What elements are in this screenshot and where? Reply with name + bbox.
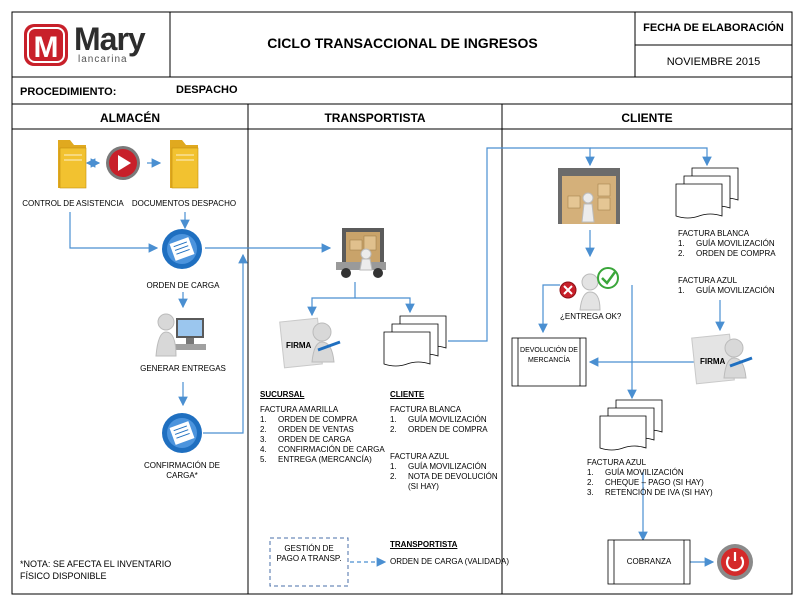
signing-person-icon (279, 317, 341, 369)
decision-person-icon (559, 267, 619, 311)
cliente-factura-azul-list: 1.GUÍA MOVILIZACIÓN (678, 286, 788, 296)
list-item: 1.GUÍA MOVILIZACIÓN (678, 286, 775, 295)
folder-icon (58, 140, 87, 189)
cliente-firma-label: FIRMA (700, 357, 726, 366)
devolucion-box (511, 337, 587, 387)
confirmation-document-icon (162, 413, 202, 453)
cliente-factura-azul-title: FACTURA AZUL (678, 276, 738, 285)
stacked-documents-icon (383, 315, 447, 367)
list-item: 1.ORDEN DE COMPRA (260, 415, 358, 424)
procedure-label: PROCEDIMIENTO: (20, 86, 117, 98)
page-title: CICLO TRANSACCIONAL DE INGRESOS (267, 35, 538, 51)
order-document-icon (162, 229, 202, 269)
list-item: 1.GUÍA MOVILIZACIÓN (390, 415, 487, 424)
factura-amarilla-title: FACTURA AMARILLA (260, 405, 339, 414)
orden-carga-label: ORDEN DE CARGA (146, 281, 220, 290)
list-item: 4.CONFIRMACIÓN DE CARGA (260, 445, 385, 454)
sucursal-title: SUCURSAL (260, 390, 305, 399)
cliente-factura-azul2-title: FACTURA AZUL (587, 458, 647, 467)
list-item: 3.RETENCIÓN DE IVA (SI HAY) (587, 488, 713, 497)
cliente-title: CLIENTE (390, 390, 425, 399)
cobranza-box (607, 539, 691, 585)
devolucion-label: DEVOLUCIÓN DE MERCANCÍA (520, 347, 578, 364)
lane-cliente: CLIENTE (621, 111, 673, 125)
cliente-factura-blanca-list: 1.GUÍA MOVILIZACIÓN 2.ORDEN DE COMPRA (678, 239, 788, 259)
factura-azul-list: 1.GUÍA MOVILIZACIÓN 2.NOTA DE DEVOLUCIÓN… (390, 462, 500, 492)
cobranza-label: COBRANZA (626, 557, 672, 566)
transportista-title: TRANSPORTISTA (390, 540, 458, 549)
list-item: 3.ORDEN DE CARGA (260, 435, 351, 444)
computer-user-icon (155, 313, 206, 357)
firma-label: FIRMA (286, 341, 312, 350)
cliente-factura-blanca-title: FACTURA BLANCA (678, 229, 750, 238)
control-asistencia-label: CONTROL DE ASISTENCIA (22, 199, 124, 208)
logo-m-icon: M (24, 24, 68, 66)
signing-person-icon (691, 333, 753, 385)
generar-entregas-label: GENERAR ENTREGAS (140, 364, 226, 373)
date-value: NOVIEMBRE 2015 (666, 56, 761, 68)
list-item: 2.NOTA DE DEVOLUCIÓN (SI HAY) (390, 472, 498, 491)
factura-azul-title: FACTURA AZUL (390, 452, 450, 461)
lane-transportista: TRANSPORTISTA (324, 111, 426, 125)
entrega-ok-label: ¿ENTREGA OK? (560, 312, 622, 321)
stacked-documents-icon (599, 399, 663, 451)
confirmacion-carga-label: CONFIRMACIÓN DE CARGA* (144, 461, 220, 480)
company-logo: M Mary lancarina (22, 22, 162, 68)
factura-amarilla-list: 1.ORDEN DE COMPRA 2.ORDEN DE VENTAS 3.OR… (260, 415, 390, 465)
factura-blanca-list: 1.GUÍA MOVILIZACIÓN 2.ORDEN DE COMPRA (390, 415, 500, 435)
logo-subtext: lancarina (78, 54, 128, 65)
factura-blanca-title: FACTURA BLANCA (390, 405, 462, 414)
warehouse-icon (558, 168, 620, 224)
power-end-icon (717, 544, 753, 580)
truck-icon (336, 228, 386, 278)
list-item: 2.CHEQUE – PAGO (SI HAY) (587, 478, 704, 487)
gestion-pago-box (269, 537, 349, 587)
documentos-despacho-label: DOCUMENTOS DESPACHO (131, 199, 237, 208)
list-item: 5.ENTREGA (MERCANCÍA) (260, 455, 372, 464)
list-item: 2.ORDEN DE VENTAS (260, 425, 354, 434)
list-item: 1.GUÍA MOVILIZACIÓN (678, 239, 775, 248)
gestion-pago-label: GESTIÓN DE PAGO A TRANSP. (276, 544, 342, 563)
svg-text:M: M (34, 31, 59, 64)
logo-text: Mary (74, 21, 146, 57)
play-icon (106, 146, 140, 180)
list-item: 2.ORDEN DE COMPRA (678, 249, 776, 258)
lane-almacen: ALMACÉN (100, 111, 160, 125)
list-item: 1.GUÍA MOVILIZACIÓN (587, 468, 684, 477)
date-label: FECHA DE ELABORACIÓN (643, 22, 784, 34)
list-item: 1.GUÍA MOVILIZACIÓN (390, 462, 487, 471)
procedure-value: DESPACHO (176, 84, 238, 96)
folder-icon (170, 140, 199, 189)
inventory-note: *NOTA: SE AFECTA EL INVENTARIO FÍSICO DI… (20, 559, 172, 581)
stacked-documents-icon (675, 167, 739, 219)
list-item: 2.ORDEN DE COMPRA (390, 425, 488, 434)
cliente-factura-azul2-list: 1.GUÍA MOVILIZACIÓN 2.CHEQUE – PAGO (SI … (587, 468, 727, 498)
orden-carga-validada-label: ORDEN DE CARGA (VALIDADA) (390, 557, 509, 566)
